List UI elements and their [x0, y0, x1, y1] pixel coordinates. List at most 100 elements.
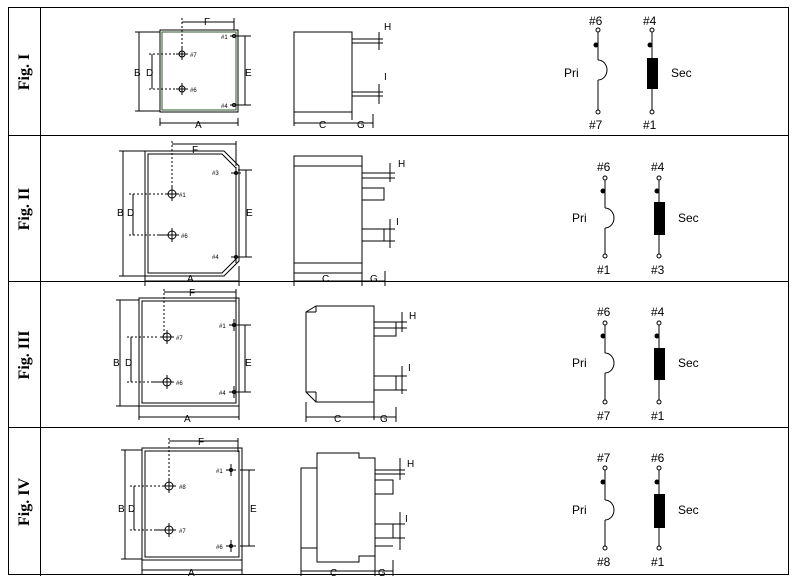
polarity-dot: [647, 42, 653, 48]
sec-core-block: [654, 494, 665, 528]
sec-core-block: [654, 202, 665, 235]
side-view-body: [293, 155, 363, 274]
pri-label: Pri: [572, 503, 587, 517]
side-view-body: [305, 305, 375, 403]
dim-b: B: [118, 504, 125, 515]
pri-label: Pri: [572, 356, 587, 370]
polarity-dot: [654, 479, 660, 485]
dim-c: C: [322, 274, 329, 285]
sec-bottom-pin: #1: [651, 555, 665, 569]
dim-b: B: [117, 208, 124, 219]
sec-core-block: [647, 58, 658, 89]
dim-i: I: [396, 217, 399, 228]
dim-i: I: [408, 363, 411, 374]
dim-e: E: [245, 358, 252, 369]
pri-bottom-pin: #7: [589, 118, 603, 132]
dim-e: E: [246, 208, 253, 219]
sec-bottom-pin: #1: [643, 118, 657, 132]
dim-h: H: [398, 159, 405, 170]
pri-top-pin: #6: [597, 305, 611, 319]
pin-label: #6: [190, 88, 197, 94]
figure-drawing: F B D E A C G H I #1 #8 #7 #6: [118, 437, 699, 579]
figure-row-4: Fig. IV: [9, 428, 788, 579]
dim-h: H: [384, 22, 391, 33]
pri-label: Pri: [564, 66, 579, 80]
dim-d: D: [146, 68, 153, 79]
dim-g: G: [380, 414, 388, 425]
polarity-dot: [600, 333, 606, 339]
figure-row-2: Fig. II: [9, 136, 788, 286]
dim-c: C: [319, 120, 326, 131]
sec-label: Sec: [678, 356, 699, 370]
figure-label-cell: Fig. II: [9, 136, 41, 281]
dim-d: D: [127, 208, 134, 219]
dim-g: G: [357, 120, 365, 131]
sec-bottom-pin: #1: [651, 409, 665, 423]
pin-label: #4: [212, 255, 219, 261]
dim-g: G: [370, 274, 378, 285]
figure-label-cell: Fig. I: [9, 8, 41, 135]
pin-label: #1: [216, 469, 223, 475]
pin-label: #6: [216, 545, 223, 551]
dim-f: F: [198, 437, 204, 448]
dim-f: F: [189, 288, 195, 299]
dim-b: B: [113, 358, 120, 369]
pin-label: #3: [212, 171, 219, 177]
side-view-body: [300, 452, 376, 563]
pri-label: Pri: [572, 211, 587, 225]
dim-b: B: [134, 68, 141, 79]
dim-f: F: [192, 145, 198, 156]
dim-a: A: [195, 120, 202, 131]
pri-top-pin: #6: [597, 160, 611, 174]
sec-label: Sec: [678, 211, 699, 225]
dim-a: A: [184, 414, 191, 425]
figure-label-cell: Fig. III: [9, 282, 41, 427]
top-view-body: [141, 447, 243, 561]
polarity-dot: [600, 479, 606, 485]
figure-row-3: Fig. III: [9, 282, 788, 428]
pri-bottom-pin: #7: [597, 409, 611, 423]
sec-top-pin: #6: [651, 451, 665, 465]
dim-h: H: [407, 459, 414, 470]
dim-i: I: [384, 72, 387, 83]
dim-d: D: [128, 504, 135, 515]
figure-drawing: F B D E A C G H I #1 #7 #6 #4: [113, 288, 699, 425]
pin-label: #4: [221, 104, 228, 110]
sec-top-pin: #4: [643, 14, 657, 28]
pin-label: #8: [179, 485, 186, 491]
pin-label: #7: [179, 529, 186, 535]
sec-label: Sec: [671, 66, 692, 80]
dim-g: G: [378, 568, 386, 579]
sec-core-block: [654, 348, 665, 380]
polarity-dot: [654, 188, 660, 194]
pin-label: #6: [181, 234, 188, 240]
pin-label: #1: [219, 324, 226, 330]
dim-a: A: [188, 568, 195, 579]
dim-e: E: [250, 504, 257, 515]
sec-bottom-pin: #3: [651, 263, 665, 277]
pin-label: #7: [176, 336, 183, 342]
figure-table: Fig. I: [8, 7, 789, 579]
polarity-dot: [600, 188, 606, 194]
pri-bottom-pin: #8: [597, 555, 611, 569]
dim-f: F: [204, 17, 210, 28]
dim-c: C: [334, 414, 341, 425]
polarity-dot: [593, 42, 599, 48]
dim-c: C: [330, 568, 337, 579]
side-view-body: [293, 31, 353, 113]
pin-label: #4: [219, 391, 226, 397]
sec-top-pin: #4: [651, 305, 665, 319]
pri-bottom-pin: #1: [597, 263, 611, 277]
figure-label-cell: Fig. IV: [9, 428, 41, 576]
top-view-body: [138, 297, 240, 407]
top-view-body: [144, 150, 240, 277]
figure-drawing: F B D E A C G H I #1 #7 #6 #4: [134, 14, 692, 132]
dim-d: D: [125, 358, 132, 369]
pin-label: #1: [179, 193, 186, 199]
polarity-dot: [654, 333, 660, 339]
dim-e: E: [245, 68, 252, 79]
sec-top-pin: #4: [651, 160, 665, 174]
pri-top-pin: #6: [589, 14, 603, 28]
figure-row-1: Fig. I: [9, 8, 788, 136]
pin-label: #1: [221, 35, 228, 41]
